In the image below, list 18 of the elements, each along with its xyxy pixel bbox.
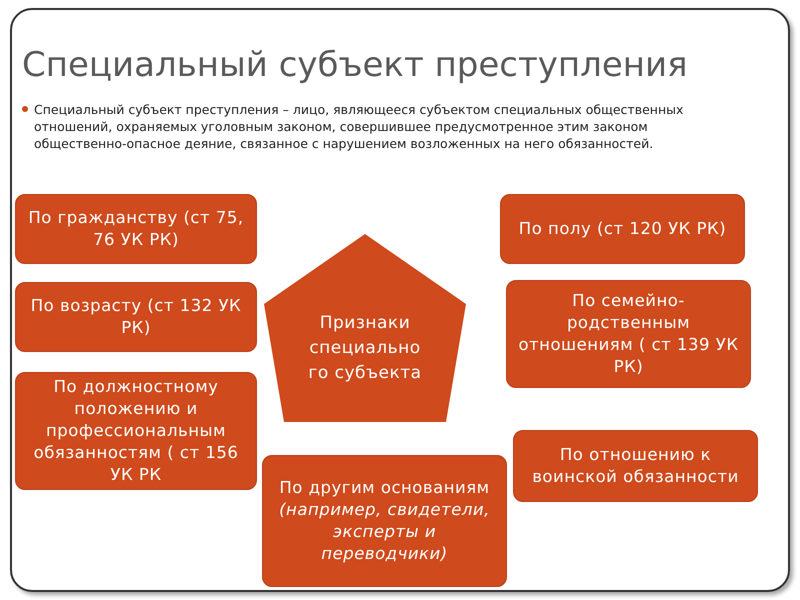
- category-box: [262, 455, 507, 587]
- category-box: [506, 280, 751, 388]
- category-box: [15, 194, 257, 264]
- category-box: [513, 430, 758, 502]
- box-text: По отношению к воинской обязанности: [531, 444, 740, 488]
- slide-title: Специальный субъект преступления: [22, 44, 688, 86]
- category-box: [500, 194, 745, 264]
- category-box: [15, 282, 257, 352]
- box-text: По возрасту (ст 132 УК РК): [30, 295, 242, 339]
- box-text: По другим основаниям (например, свидетели, эксперты и переводчики): [278, 477, 491, 565]
- category-box: [15, 372, 257, 490]
- definition-text: Специальный субъект преступления – лицо, являющееся субъектом специальных общественных отношений, охраняемых уголовным законом, совершившее предусмотренное этим законом общественно-опасное деяние, связанное с нарушением возложенных на него обязанностей.: [34, 101, 684, 152]
- box-text: По семейно-родственным отношениям ( ст 139 УК РК): [517, 290, 740, 378]
- box-text: По полу (ст 120 УК РК): [518, 218, 726, 240]
- box-text: По гражданству (ст 75, 76 УК РК): [27, 207, 245, 251]
- box-text: Признаки специально го субъекта: [307, 312, 423, 384]
- pentagon-shape: [262, 232, 468, 424]
- box-text: По должностному положению и профессиональным обязанностям ( ст 156 УК РК: [32, 376, 240, 486]
